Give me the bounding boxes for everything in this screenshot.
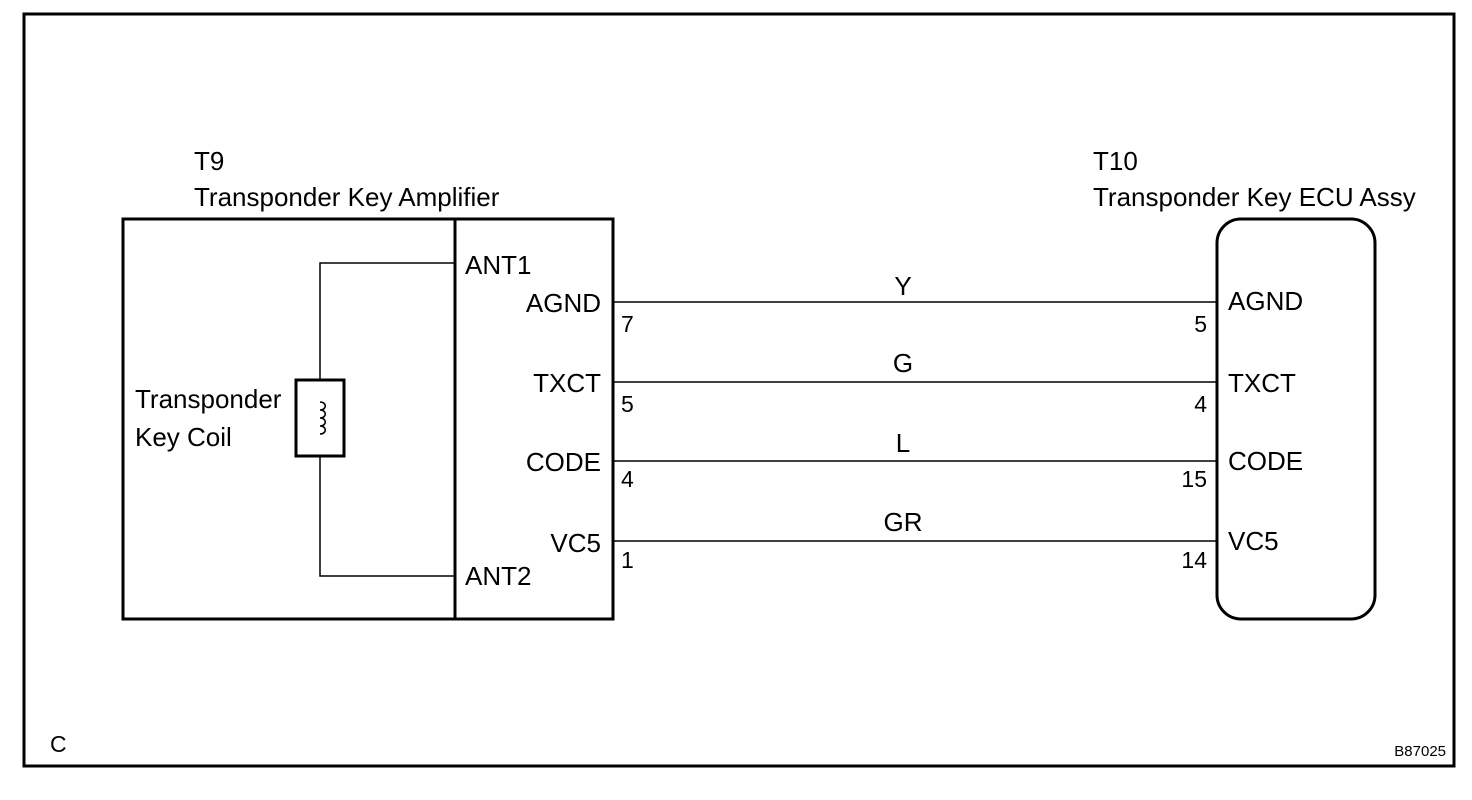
ant2-lead (319, 456, 455, 577)
amp-pin-agnd: 7 (621, 311, 634, 337)
amp-pin-txct: 5 (621, 391, 634, 417)
ecu-terminal-vc5: VC5 (1228, 526, 1279, 556)
amplifier-connector-id: T9 (194, 146, 224, 176)
ant1-lead (319, 262, 455, 380)
amp-terminal-txct: TXCT (533, 368, 601, 398)
ecu-name: Transponder Key ECU Assy (1093, 182, 1416, 212)
wire-color-code: L (896, 428, 910, 458)
ecu-box (1215, 217, 1377, 621)
ecu-terminal-txct: TXCT (1228, 368, 1296, 398)
coil-icon (319, 401, 326, 435)
ecu-terminal-code: CODE (1228, 446, 1303, 476)
ecu-pin-txct: 4 (1194, 391, 1207, 417)
figure-code: B87025 (1394, 743, 1446, 760)
coil-symbol-box (294, 378, 346, 458)
amp-terminal-code: CODE (526, 447, 601, 477)
terminal-ant1: ANT1 (465, 250, 531, 280)
ecu-connector-id: T10 (1093, 146, 1138, 176)
ecu-pin-vc5: 14 (1181, 547, 1207, 573)
coil-label-line2: Key Coil (135, 422, 232, 452)
ecu-pin-code: 15 (1181, 466, 1207, 492)
terminal-ant2: ANT2 (465, 561, 531, 591)
coil-label-line1: Transponder (135, 384, 282, 414)
corner-letter: C (50, 731, 67, 757)
amp-terminal-vc5: VC5 (550, 528, 601, 558)
ecu-terminal-agnd: AGND (1228, 286, 1303, 316)
wire-color-vc5: GR (884, 507, 923, 537)
amplifier-box (121, 217, 615, 621)
coil-circuit (294, 262, 455, 577)
wire-color-txct: G (893, 348, 913, 378)
amp-pin-code: 4 (621, 466, 634, 492)
ecu-pin-agnd: 5 (1194, 311, 1207, 337)
amplifier-name: Transponder Key Amplifier (194, 182, 500, 212)
amp-pin-vc5: 1 (621, 547, 634, 573)
amp-terminal-agnd: AGND (526, 288, 601, 318)
page-frame (22, 12, 1456, 768)
wire-color-agnd: Y (894, 271, 911, 301)
